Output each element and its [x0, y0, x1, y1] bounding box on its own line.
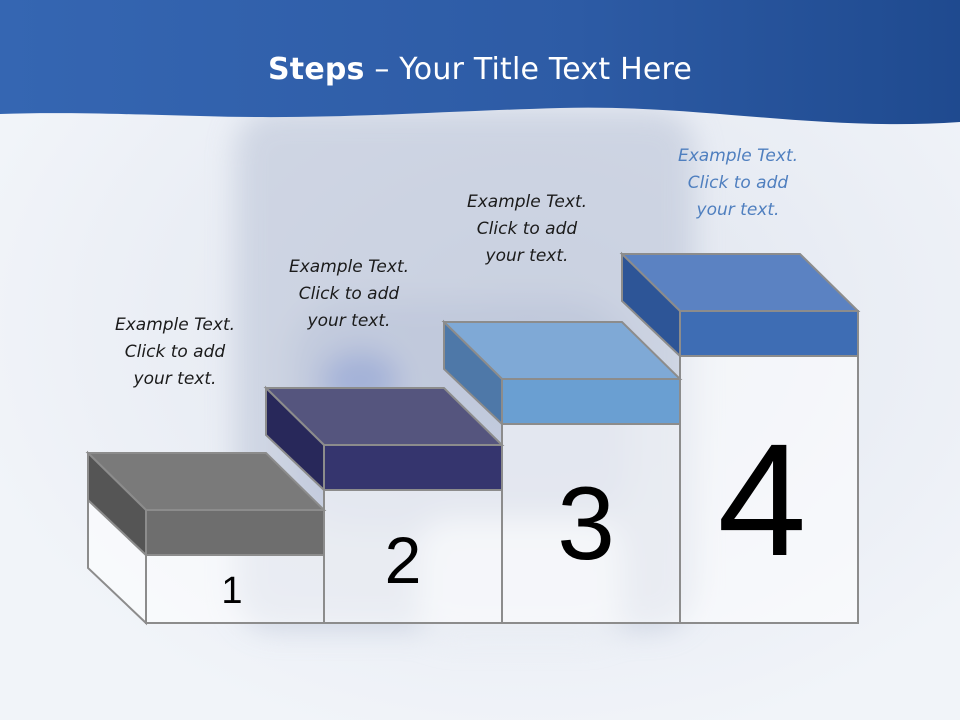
- caption-line: your text.: [249, 308, 449, 335]
- caption-line: Click to add: [249, 281, 449, 308]
- caption-line: Example Text.: [638, 143, 838, 170]
- step-1-caption[interactable]: Example Text. Click to add your text.: [75, 312, 275, 393]
- caption-line: Example Text.: [75, 312, 275, 339]
- page-title[interactable]: Steps – Your Title Text Here: [0, 52, 960, 87]
- step-2-caption[interactable]: Example Text. Click to add your text.: [249, 254, 449, 335]
- caption-line: Example Text.: [427, 189, 627, 216]
- step-4-number: 4: [700, 420, 824, 580]
- caption-line: Example Text.: [249, 254, 449, 281]
- step-1-number: 1: [210, 572, 254, 610]
- caption-line: Click to add: [638, 170, 838, 197]
- step-4-caption[interactable]: Example Text. Click to add your text.: [638, 143, 838, 224]
- step-3-number: 3: [540, 472, 632, 576]
- title-bold: Steps: [268, 52, 365, 87]
- step-3-caption[interactable]: Example Text. Click to add your text.: [427, 189, 627, 270]
- title-rest: – Your Title Text Here: [365, 52, 692, 87]
- step-2-number: 2: [370, 527, 436, 593]
- caption-line: your text.: [427, 243, 627, 270]
- caption-line: Click to add: [427, 216, 627, 243]
- caption-line: your text.: [638, 197, 838, 224]
- caption-line: Click to add: [75, 339, 275, 366]
- caption-line: your text.: [75, 366, 275, 393]
